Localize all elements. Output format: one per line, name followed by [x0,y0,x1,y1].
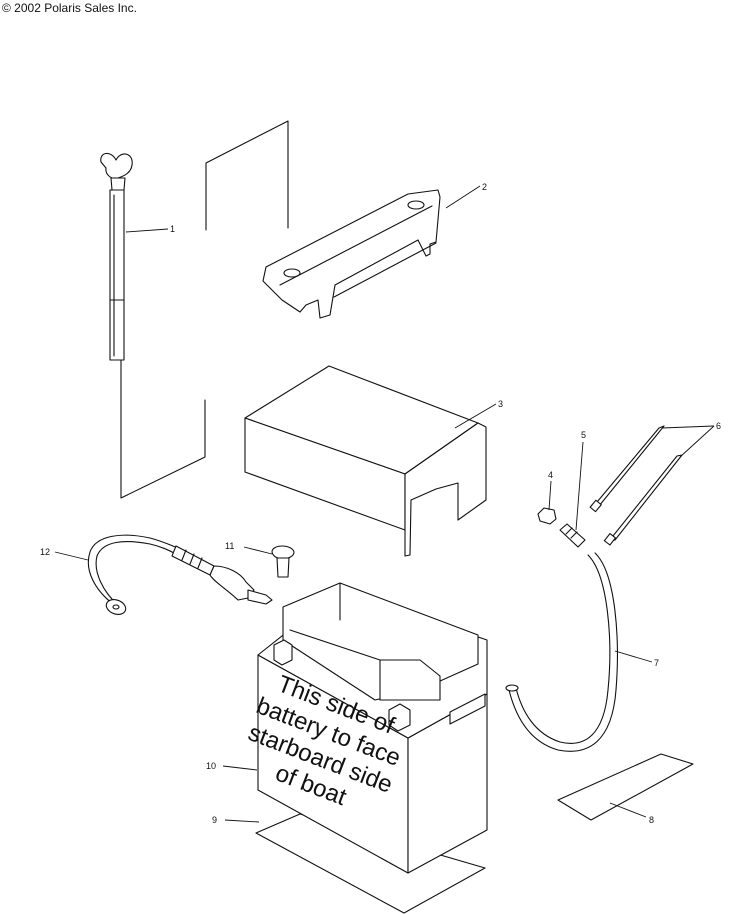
terminal-screw [559,523,586,548]
terminal-bolt [271,545,295,578]
callout-4: 4 [548,470,553,480]
callout-5: 5 [581,430,586,440]
battery [257,582,488,874]
callout-6: 6 [716,421,721,431]
callout-9: 9 [212,815,217,825]
callout-10: 10 [206,761,216,771]
callout-11: 11 [225,541,234,551]
callout-numbers: 1 2 3 4 5 6 7 8 9 10 11 12 [40,182,721,825]
battery-bracket [262,189,441,319]
callout-1: 1 [170,224,175,234]
battery-cover [244,365,487,557]
battery-cable [87,534,273,615]
copyright-text: © 2002 Polaris Sales Inc. [2,1,137,15]
callout-2: 2 [482,182,487,192]
hold-down-rod [100,152,133,361]
foam-pad [557,753,694,821]
callout-7: 7 [654,658,659,668]
callout-12: 12 [40,547,50,557]
vent-tube [505,552,618,752]
leader-lines [54,185,715,823]
terminal-nut [537,507,557,525]
bolts [589,425,683,546]
callout-8: 8 [649,815,654,825]
callout-3: 3 [498,399,503,409]
battery-mat [255,813,486,914]
detail-bracket [120,120,289,499]
